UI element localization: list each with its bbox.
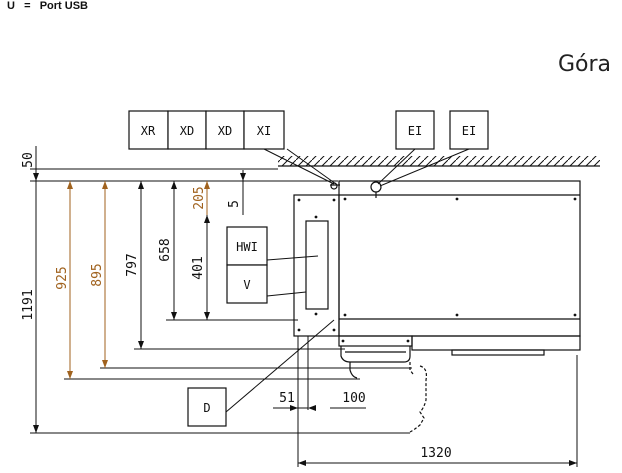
leader-lines <box>225 148 470 413</box>
connector-v-label: V <box>243 278 250 292</box>
reference-lines <box>30 168 412 434</box>
dim-925: 925 <box>55 266 70 289</box>
dim-895: 895 <box>90 263 105 286</box>
connector-xi-label: XI <box>257 124 271 138</box>
dim-1320: 1320 <box>420 446 451 461</box>
connector-xd-label-2: XD <box>218 124 232 138</box>
unit-fixing-dots <box>297 197 577 343</box>
dim-5: 5 <box>227 200 242 208</box>
dim-50: 50 <box>21 152 36 168</box>
view-label: Góra <box>557 52 611 77</box>
connector-xr-label: XR <box>141 124 156 138</box>
dim-797: 797 <box>125 253 140 276</box>
accent-dimension-values: 925 895 205 <box>55 186 207 289</box>
dim-1191: 1191 <box>21 289 36 320</box>
dim-401: 401 <box>191 256 206 279</box>
connector-ei-label-2: EI <box>462 124 476 138</box>
dim-100: 100 <box>342 391 365 406</box>
unit-outline <box>293 180 581 433</box>
dim-658: 658 <box>158 238 173 261</box>
accent-arrowheads <box>67 181 210 379</box>
dim-51: 51 <box>279 391 295 406</box>
legend-usb-port: U = Port USB <box>7 0 88 12</box>
connector-labels: XR XD XD XI EI EI HWI V D <box>141 124 476 415</box>
connector-ei-label: EI <box>408 124 422 138</box>
connector-hwi-label: HWI <box>236 240 258 254</box>
connector-xd-label: XD <box>180 124 194 138</box>
connector-d-label: D <box>203 401 210 415</box>
arrowheads <box>33 173 577 466</box>
dimension-lines <box>35 146 578 467</box>
dim-205: 205 <box>192 186 207 209</box>
dimension-values: 50 1191 797 658 401 5 51 100 1320 <box>21 152 452 461</box>
connector-boxes <box>128 110 489 427</box>
